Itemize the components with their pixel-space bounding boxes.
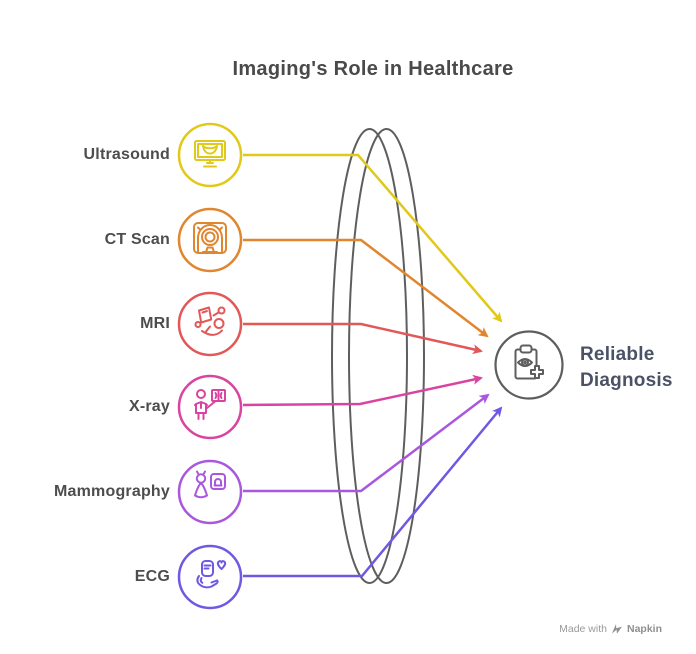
- label-mammography: Mammography: [54, 483, 170, 500]
- connector-ultrasound: [243, 153, 503, 323]
- label-ecg: ECG: [134, 568, 170, 585]
- connector-ct-scan: [243, 238, 489, 338]
- connector-mammography: [243, 393, 490, 493]
- outcome-label-line2: Diagnosis: [580, 370, 673, 391]
- mammography-screen-icon: [177, 459, 243, 525]
- ultrasound-monitor-icon: [177, 122, 243, 188]
- label-xray: X-ray: [128, 398, 170, 415]
- watermark-prefix: Made with: [559, 622, 607, 635]
- connector-ecg: [243, 406, 503, 578]
- label-ct-scan: CT Scan: [104, 231, 170, 248]
- connector-xray: [242, 374, 483, 407]
- ct-scanner-icon: [177, 207, 243, 273]
- mri-machine-icon: [177, 291, 243, 357]
- outcome-label-line1: Reliable: [580, 344, 655, 365]
- outcome-label: Reliable Diagnosis: [580, 342, 673, 394]
- page-title: Imaging's Role in Healthcare: [232, 58, 514, 80]
- lens-ellipse-front: [331, 128, 408, 584]
- ecg-monitor-icon: [177, 544, 243, 610]
- label-ultrasound: Ultrasound: [83, 146, 170, 163]
- connector-mri: [243, 322, 483, 355]
- watermark-brand: Napkin: [626, 622, 662, 635]
- label-mri: MRI: [140, 315, 170, 332]
- lens-ellipse-back: [348, 128, 425, 584]
- clipboard-eye-plus-icon: [494, 330, 564, 400]
- watermark: Made with Napkin: [559, 622, 662, 635]
- napkin-logo-icon: [611, 624, 622, 634]
- xray-viewing-icon: [177, 374, 243, 440]
